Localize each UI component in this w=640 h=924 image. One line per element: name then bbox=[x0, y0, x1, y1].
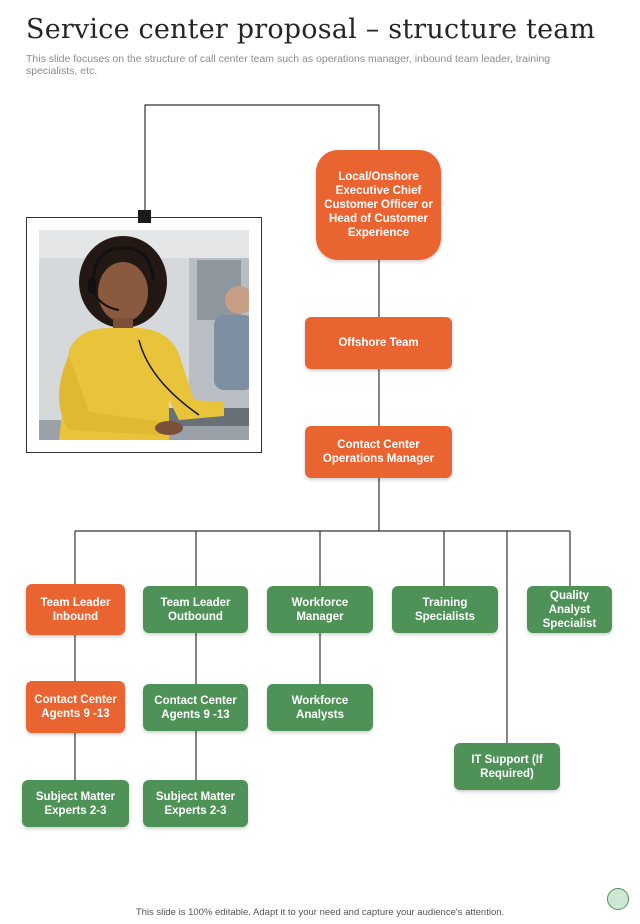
page-title: Service center proposal – structure team bbox=[26, 14, 596, 45]
executive-box: Local/Onshore Executive Chief Customer O… bbox=[316, 150, 441, 260]
connector-photo-executive bbox=[144, 104, 380, 211]
page-subtitle: This slide focuses on the structure of c… bbox=[26, 53, 551, 77]
it-support-box: IT Support (If Required) bbox=[454, 743, 560, 790]
footer-note: This slide is 100% editable. Adapt it to… bbox=[135, 907, 505, 918]
team-leader-outbound-box: Team Leader Outbound bbox=[143, 586, 248, 633]
call-center-agent-photo bbox=[39, 230, 249, 440]
slide-badge-icon bbox=[607, 888, 629, 910]
photo-frame-handle bbox=[138, 210, 151, 223]
subject-matter-experts-outbound-box: Subject Matter Experts 2-3 bbox=[143, 780, 248, 827]
subject-matter-experts-inbound-box: Subject Matter Experts 2-3 bbox=[22, 780, 129, 827]
contact-center-agents-outbound-box: Contact Center Agents 9 -13 bbox=[143, 684, 248, 731]
workforce-analysts-box: Workforce Analysts bbox=[267, 684, 373, 731]
team-leader-inbound-box: Team Leader Inbound bbox=[26, 584, 125, 635]
quality-analyst-box: Quality Analyst Specialist bbox=[527, 586, 612, 633]
offshore-team-box: Offshore Team bbox=[305, 317, 452, 369]
operations-manager-box: Contact Center Operations Manager bbox=[305, 426, 452, 478]
training-specialists-box: Training Specialists bbox=[392, 586, 498, 633]
contact-center-agents-inbound-box: Contact Center Agents 9 -13 bbox=[26, 681, 125, 733]
workforce-manager-box: Workforce Manager bbox=[267, 586, 373, 633]
